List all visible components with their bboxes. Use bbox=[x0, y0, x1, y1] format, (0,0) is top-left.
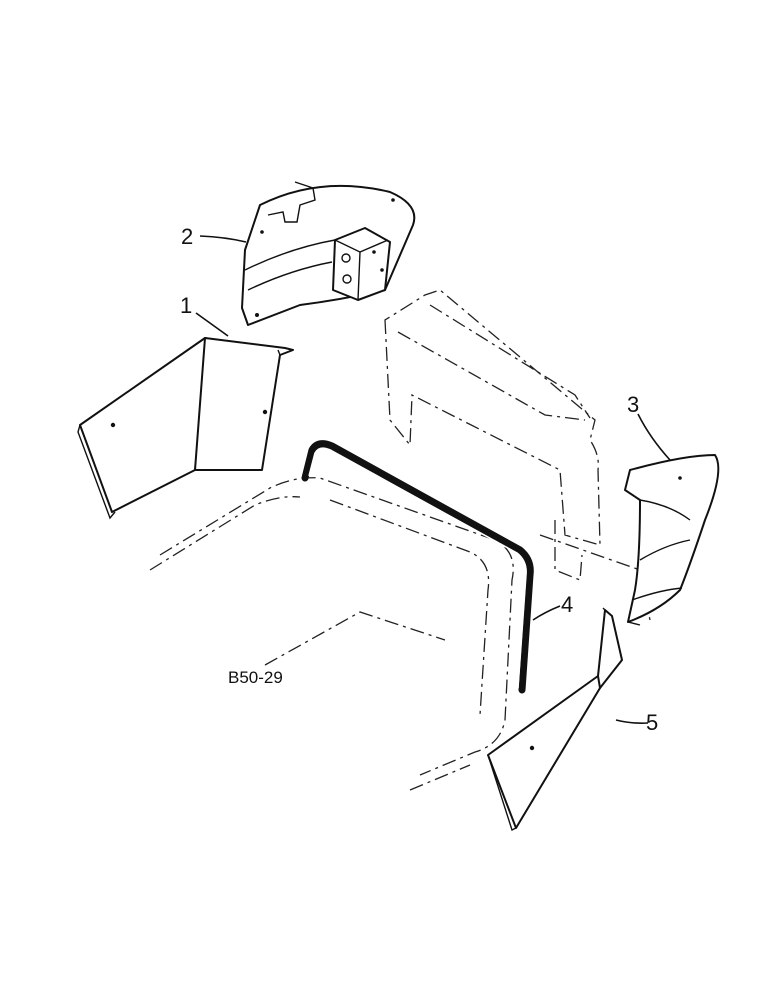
left-side-panel bbox=[77, 337, 294, 520]
leader-line-5 bbox=[615, 719, 649, 724]
rubber-seal bbox=[301, 440, 534, 694]
callout-4: 4 bbox=[561, 592, 573, 617]
figure-code-label: B50-29 bbox=[228, 668, 283, 687]
callout-1: 1 bbox=[180, 293, 192, 318]
leader-line-1 bbox=[195, 312, 229, 337]
callout-5: 5 bbox=[646, 710, 658, 735]
callout-3: 3 bbox=[627, 392, 639, 417]
upper-baffle-with-bracket bbox=[241, 181, 416, 326]
tractor-body-phantom-outline bbox=[149, 477, 651, 791]
radiator-frame-phantom-outline bbox=[384, 289, 601, 581]
leader-line-4 bbox=[532, 605, 561, 621]
leader-line-2 bbox=[199, 235, 247, 243]
lower-right-side-panel bbox=[487, 607, 623, 831]
callout-2: 2 bbox=[181, 224, 193, 249]
right-curved-baffle bbox=[624, 454, 720, 626]
leader-line-3 bbox=[637, 413, 671, 461]
